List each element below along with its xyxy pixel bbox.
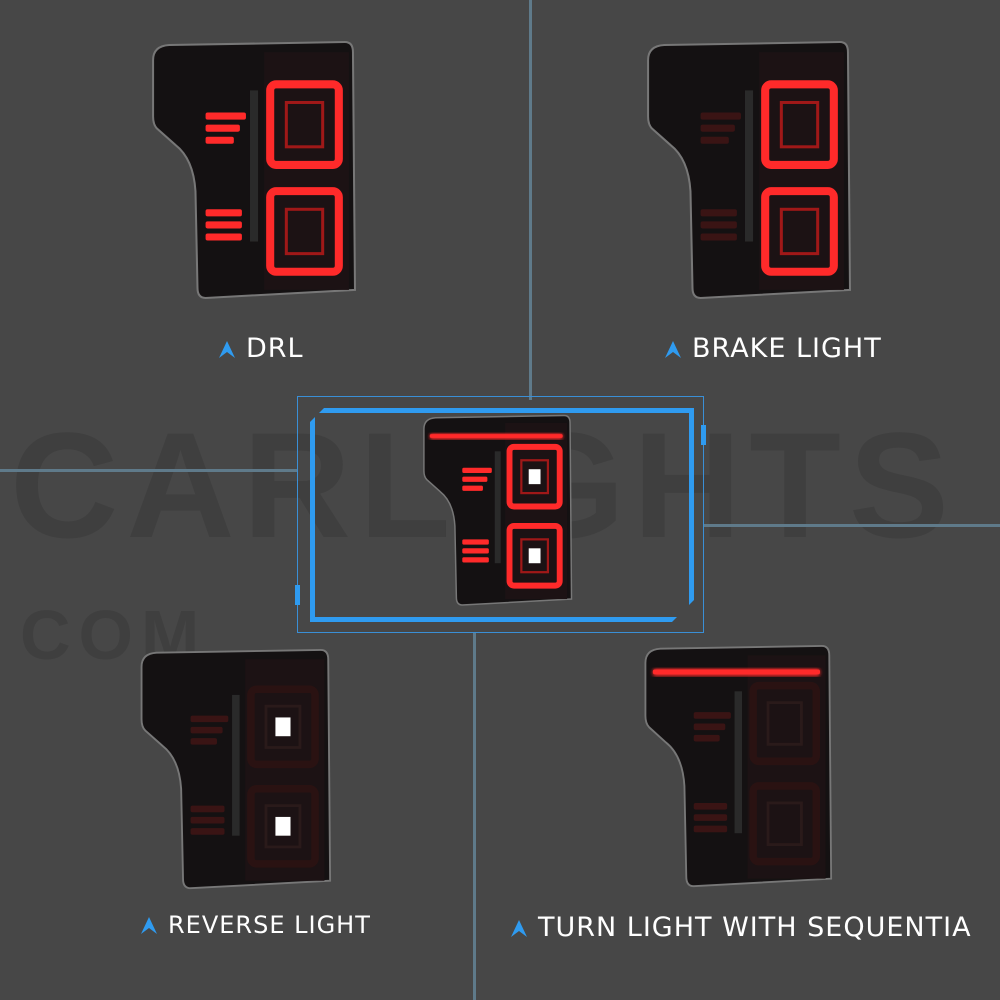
drl-bar — [205, 221, 242, 229]
frame-tick — [701, 425, 706, 445]
divider-line — [704, 524, 1000, 527]
label-text: REVERSE LIGHT — [168, 911, 371, 939]
tail-lamp-turn — [638, 644, 833, 890]
label-text: DRL — [246, 333, 304, 364]
drl-bar — [693, 734, 720, 742]
chevron-up-icon — [665, 340, 681, 358]
label-brake-light: BRAKE LIGHT — [664, 333, 882, 364]
tail-lamp-brake — [640, 40, 852, 302]
light-square — [247, 685, 319, 769]
drl-bar — [693, 723, 726, 731]
drl-bar — [693, 825, 728, 833]
label-reverse-light: REVERSE LIGHT — [140, 911, 371, 939]
tail-lamp-all — [418, 414, 573, 608]
highlight-frame-outer — [297, 396, 704, 633]
light-square — [506, 522, 563, 589]
drl-bar — [700, 112, 741, 120]
drl-bar — [700, 221, 737, 229]
drl-bar — [190, 726, 223, 734]
drl-bar — [462, 467, 492, 473]
light-square — [761, 80, 838, 169]
drl-bar — [205, 112, 246, 120]
label-text: BRAKE LIGHT — [692, 333, 882, 364]
light-square — [266, 187, 343, 276]
label-turn-light: TURN LIGHT WITH SEQUENTIA — [510, 912, 972, 943]
drl-bar — [700, 124, 735, 132]
drl-bar — [190, 805, 225, 813]
label-text: TURN LIGHT WITH SEQUENTIA — [538, 912, 972, 943]
drl-bar — [693, 814, 728, 821]
chevron-up-icon — [511, 919, 527, 937]
tail-lamp-reverse — [134, 648, 332, 892]
drl-bar — [205, 136, 234, 144]
drl-bar — [190, 715, 229, 723]
reverse-led — [275, 717, 291, 737]
highlight-frame — [310, 408, 694, 622]
light-square — [761, 187, 838, 276]
drl-bar — [700, 136, 729, 144]
reverse-led — [528, 548, 541, 564]
label-drl: DRL — [218, 333, 304, 364]
divider-line — [0, 469, 298, 472]
light-square — [247, 785, 319, 868]
drl-bar — [205, 124, 240, 132]
reverse-led — [528, 469, 541, 485]
light-square — [749, 782, 821, 866]
light-square — [749, 681, 821, 766]
drl-bar — [462, 557, 489, 563]
drl-bar — [462, 476, 488, 482]
light-square — [266, 80, 343, 169]
drl-bar — [205, 209, 242, 217]
light-square — [506, 443, 563, 510]
drl-bar — [190, 828, 225, 835]
drl-bar — [190, 738, 217, 745]
drl-bar — [462, 485, 483, 491]
drl-bar — [205, 233, 242, 241]
drl-bar — [700, 233, 737, 241]
drl-bar — [693, 712, 731, 719]
reverse-led — [275, 816, 291, 836]
frame-tick — [295, 585, 300, 605]
drl-bar — [462, 539, 489, 545]
drl-bar — [693, 802, 728, 810]
divider-line — [529, 0, 532, 400]
drl-bar — [462, 548, 489, 554]
tail-lamp-drl — [145, 40, 357, 302]
drl-bar — [700, 209, 737, 217]
drl-bar — [190, 816, 225, 824]
chevron-up-icon — [219, 340, 235, 358]
chevron-up-icon — [141, 917, 157, 934]
divider-line — [473, 633, 476, 1000]
